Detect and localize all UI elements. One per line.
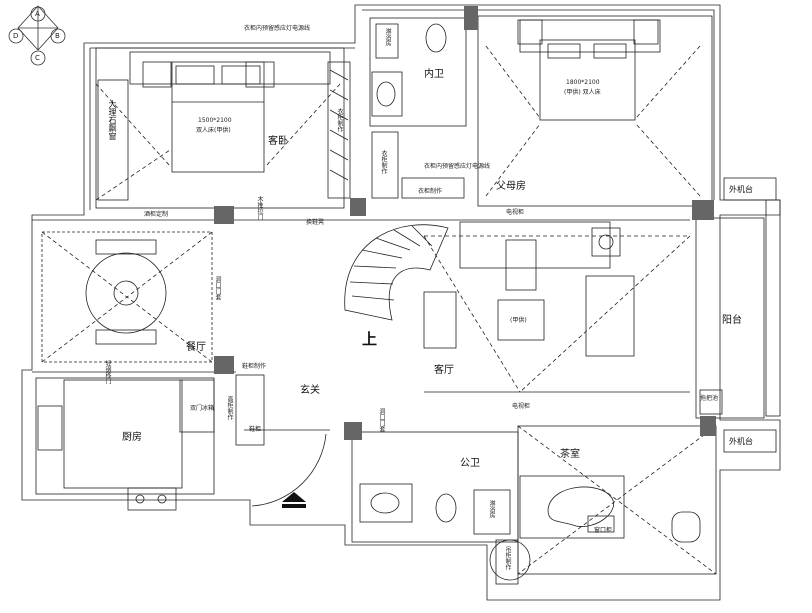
compass-a: A: [35, 10, 40, 18]
tv-cabinet: 电视柜: [512, 403, 531, 410]
tall-cabinet: 高柜制作: [226, 396, 233, 420]
marble-window-sill: 大理石飘窗: [108, 100, 117, 140]
supply-tag: (甲供): [510, 317, 527, 324]
parent-bed-size: 1800*2100: [566, 79, 600, 86]
room-tea: 茶室: [560, 449, 580, 460]
shoe-stool: 换鞋凳: [306, 219, 325, 226]
shower-public: 淋浴房: [488, 500, 495, 518]
room-public-bath: 公卫: [460, 458, 480, 469]
shoe-cabinet: 鞋柜: [249, 426, 262, 433]
parent-bed-type: (甲供) 双人床: [564, 89, 601, 96]
room-inner-bath: 内卫: [424, 69, 444, 80]
wardrobe-a: 衣柜制作: [336, 108, 343, 132]
wardrobe-b: 衣柜制作: [380, 150, 387, 174]
shower-inner: 淋浴房: [384, 28, 391, 46]
window-cabinet: 窗口柜: [594, 527, 613, 534]
room-foyer: 玄关: [300, 385, 320, 396]
custom-cabinet: 酒柜定制: [144, 211, 169, 218]
room-parents: 父母房: [496, 181, 526, 192]
light-steel-sliding: 轻钢移门: [104, 360, 111, 384]
door-frame-1: 洞口门套: [214, 276, 221, 300]
room-balcony: 阳台: [722, 315, 742, 326]
door-frame-2: 洞口门套: [378, 408, 385, 432]
guest-bed-size: 1500*2100: [198, 117, 232, 124]
room-living: 客厅: [434, 365, 454, 376]
wood-sliding-door: 木推拉门: [256, 196, 263, 220]
structural-columns: [214, 6, 716, 440]
storage-cabinet: 鞋柜制作: [242, 363, 267, 370]
note-wardrobe-light-top: 衣柜内预留感应灯电源线: [244, 25, 311, 32]
entrance-arrow: [282, 492, 306, 502]
wardrobe-c: 衣柜制作: [418, 188, 443, 195]
compass-c: C: [35, 54, 40, 62]
double-fridge: 双门冰箱: [190, 405, 215, 412]
guest-bed-type: 双人床(甲供): [196, 127, 231, 134]
hanging-cabinet: 吊柜制作: [504, 546, 511, 570]
note-wardrobe-light-mid: 衣柜内预留感应灯电源线: [424, 163, 491, 170]
compass-b: B: [55, 32, 60, 40]
compass-d: D: [13, 32, 19, 40]
room-kitchen: 厨房: [122, 432, 142, 443]
stairs-up: 上: [362, 330, 378, 348]
tv-cabinet-mark: 电视柜: [506, 209, 525, 216]
room-dining: 餐厅: [186, 342, 206, 353]
mop-sink: 拖把池: [700, 395, 719, 402]
ac-platform-bottom: 外机台: [729, 437, 753, 446]
room-guest-bedroom: 客卧: [268, 136, 288, 147]
ac-platform-top: 外机台: [729, 185, 753, 194]
compass: [8, 5, 66, 66]
